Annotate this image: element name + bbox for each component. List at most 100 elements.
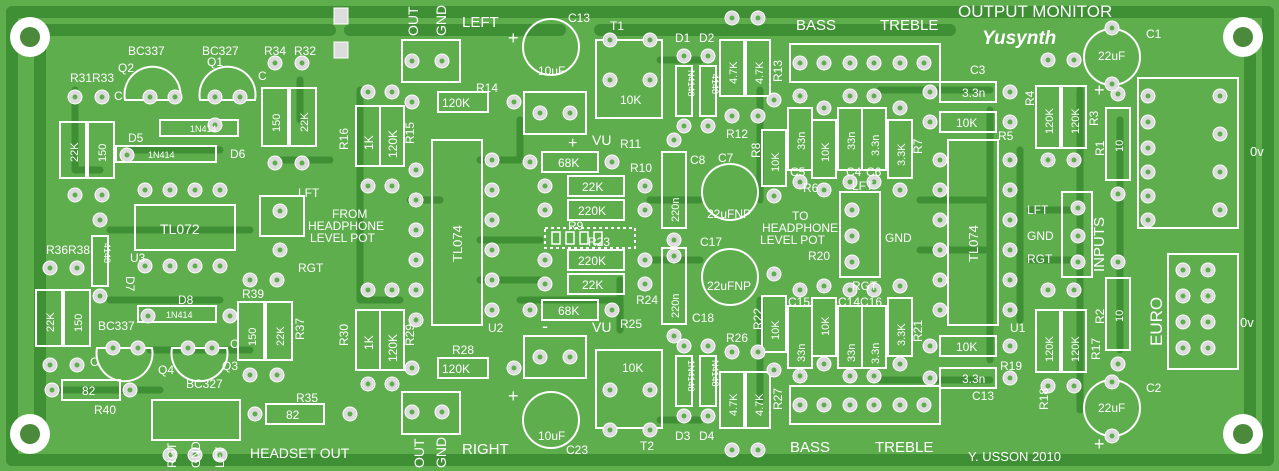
val-r21: 3.3K [896,323,908,346]
val-e-22ufnp-top: 22uFNP [707,207,751,221]
val-r14: 120K [442,96,470,110]
label-bass-top: BASS [796,17,836,34]
ref-r18: R18 [1037,388,1051,410]
ref-r24: R24 [636,293,658,307]
ref-r23: R23 [588,235,610,249]
label-to-3: LEVEL POT [760,233,826,247]
chip-u3: U3 [130,251,146,265]
ref-r30: R30 [337,324,351,346]
pin-rgt-b: RGT [852,279,878,293]
label-inputs: INPUTS [1091,217,1108,272]
label-out-top: OUT [405,6,421,36]
ref-r6: R6 [803,181,819,195]
mark-plus-c23: + [508,386,519,406]
val-r18: 120K [1044,336,1056,362]
val-c5: 33n [796,132,808,150]
val-c6: 3.3n [870,135,882,156]
ref-d2: D2 [699,31,715,45]
label-headset-out: HEADSET OUT [250,445,350,461]
ref-r19: R19 [1000,359,1022,373]
ref-r10: R10 [630,161,652,175]
pin-hs-gnd: GND [189,441,203,468]
ref-r32: R32 [294,44,316,58]
val-r38: 150 [73,314,85,332]
val-r4: 120K [1044,108,1056,134]
val-e-10uf-bottom: 10uF [538,429,565,443]
chip-u2: U2 [488,321,504,335]
solder-pads [42,10,1228,463]
ref-r7: R7 [911,138,925,154]
val-r40: 82 [82,384,96,398]
val-4k7-a: 4.7K [728,61,740,84]
ref-r28: R28 [452,343,474,357]
val-r39: 150 [247,328,259,346]
ref-r9: R9 [568,219,584,233]
ref-r14: R14 [476,81,498,95]
val-r17: 120K [1070,336,1082,362]
mark-plus-vu-top: + [568,135,577,152]
label-from-2: HEADPHONE [308,219,384,233]
val-c4: 33n [846,132,858,150]
chip-tl074-right: TL074 [966,225,981,262]
label-euro: EURO [1147,297,1166,346]
val-4k7-b: 4.7K [754,61,766,84]
mark-c-q4: C [90,355,99,369]
val-d6: 1N414 [190,124,217,134]
val-r28: 120K [442,362,470,376]
ref-c13-top: C13 [568,11,590,25]
pin-hs-rgt: RGT [165,442,179,468]
ref-c3: C3 [970,63,986,77]
val-c18: 220n [670,294,682,318]
ref-c17: C17 [700,235,722,249]
val-e-10uf-top: 10uF [538,64,565,78]
val-4k7-d: 4.7K [754,393,766,416]
ref-d1: D1 [675,31,691,45]
ref-r29: R29 [403,324,417,346]
val-d7: 4148 [102,243,112,263]
silkscreen-text: OUTPUT MONITOR Yusynth Y. USSON 2010 LEF… [45,2,1264,468]
pin-rgt-in: RGT [1027,252,1053,266]
ref-c1: C1 [1146,27,1162,41]
val-r19: 10K [956,340,977,354]
ref-r34: R34 [264,44,286,58]
ref-d4: D4 [699,429,715,443]
center-logo [551,231,603,245]
val-d8: 1N414 [166,310,193,320]
ref-t1: T1 [610,19,624,33]
ref-c23: C23 [566,443,588,457]
ref-c7: C7 [718,151,734,165]
pin-0v-bottom: 0v [1240,315,1254,330]
val-c15: 33n [796,344,808,362]
ref-c14c16: C14C16 [838,295,882,309]
ref-r15: R15 [403,122,417,144]
brand-logo: Yusynth [982,28,1056,49]
val-r37: 22K [275,326,287,346]
ref-r2: R2 [1093,308,1107,324]
ref-c13-bottom: C13 [972,389,994,403]
val-t1: 10K [620,93,641,107]
val-r22: 10K [770,320,782,340]
ref-r21: R21 [911,320,925,342]
val-r36: 22K [45,312,57,332]
label-vu-top: VU [592,132,611,148]
ref-c2: C2 [1146,381,1162,395]
ref-d5: D5 [128,131,144,145]
val-d1: N4148 [686,70,696,97]
ref-r17: R17 [1089,338,1103,360]
val-r3: 120K [1070,108,1082,134]
ref-r11: R11 [620,137,641,151]
silkscreen-outlines [35,18,1239,449]
mark-plus-c1: + [1094,80,1105,100]
ref-r20: R20 [808,249,830,263]
pin-gnd-in: GND [1027,229,1054,243]
ref-r27: R27 [771,388,785,410]
ref-r40: R40 [94,403,116,417]
label-from-1: FROM [332,207,367,221]
chip-u1: U1 [1010,321,1026,335]
pin-lft-b: LFT [852,179,874,193]
val-r8: 10K [770,152,782,172]
val-r10: 22K [582,180,603,194]
ref-r31r33: R31R33 [70,71,114,85]
ref-r25: R25 [620,317,642,331]
